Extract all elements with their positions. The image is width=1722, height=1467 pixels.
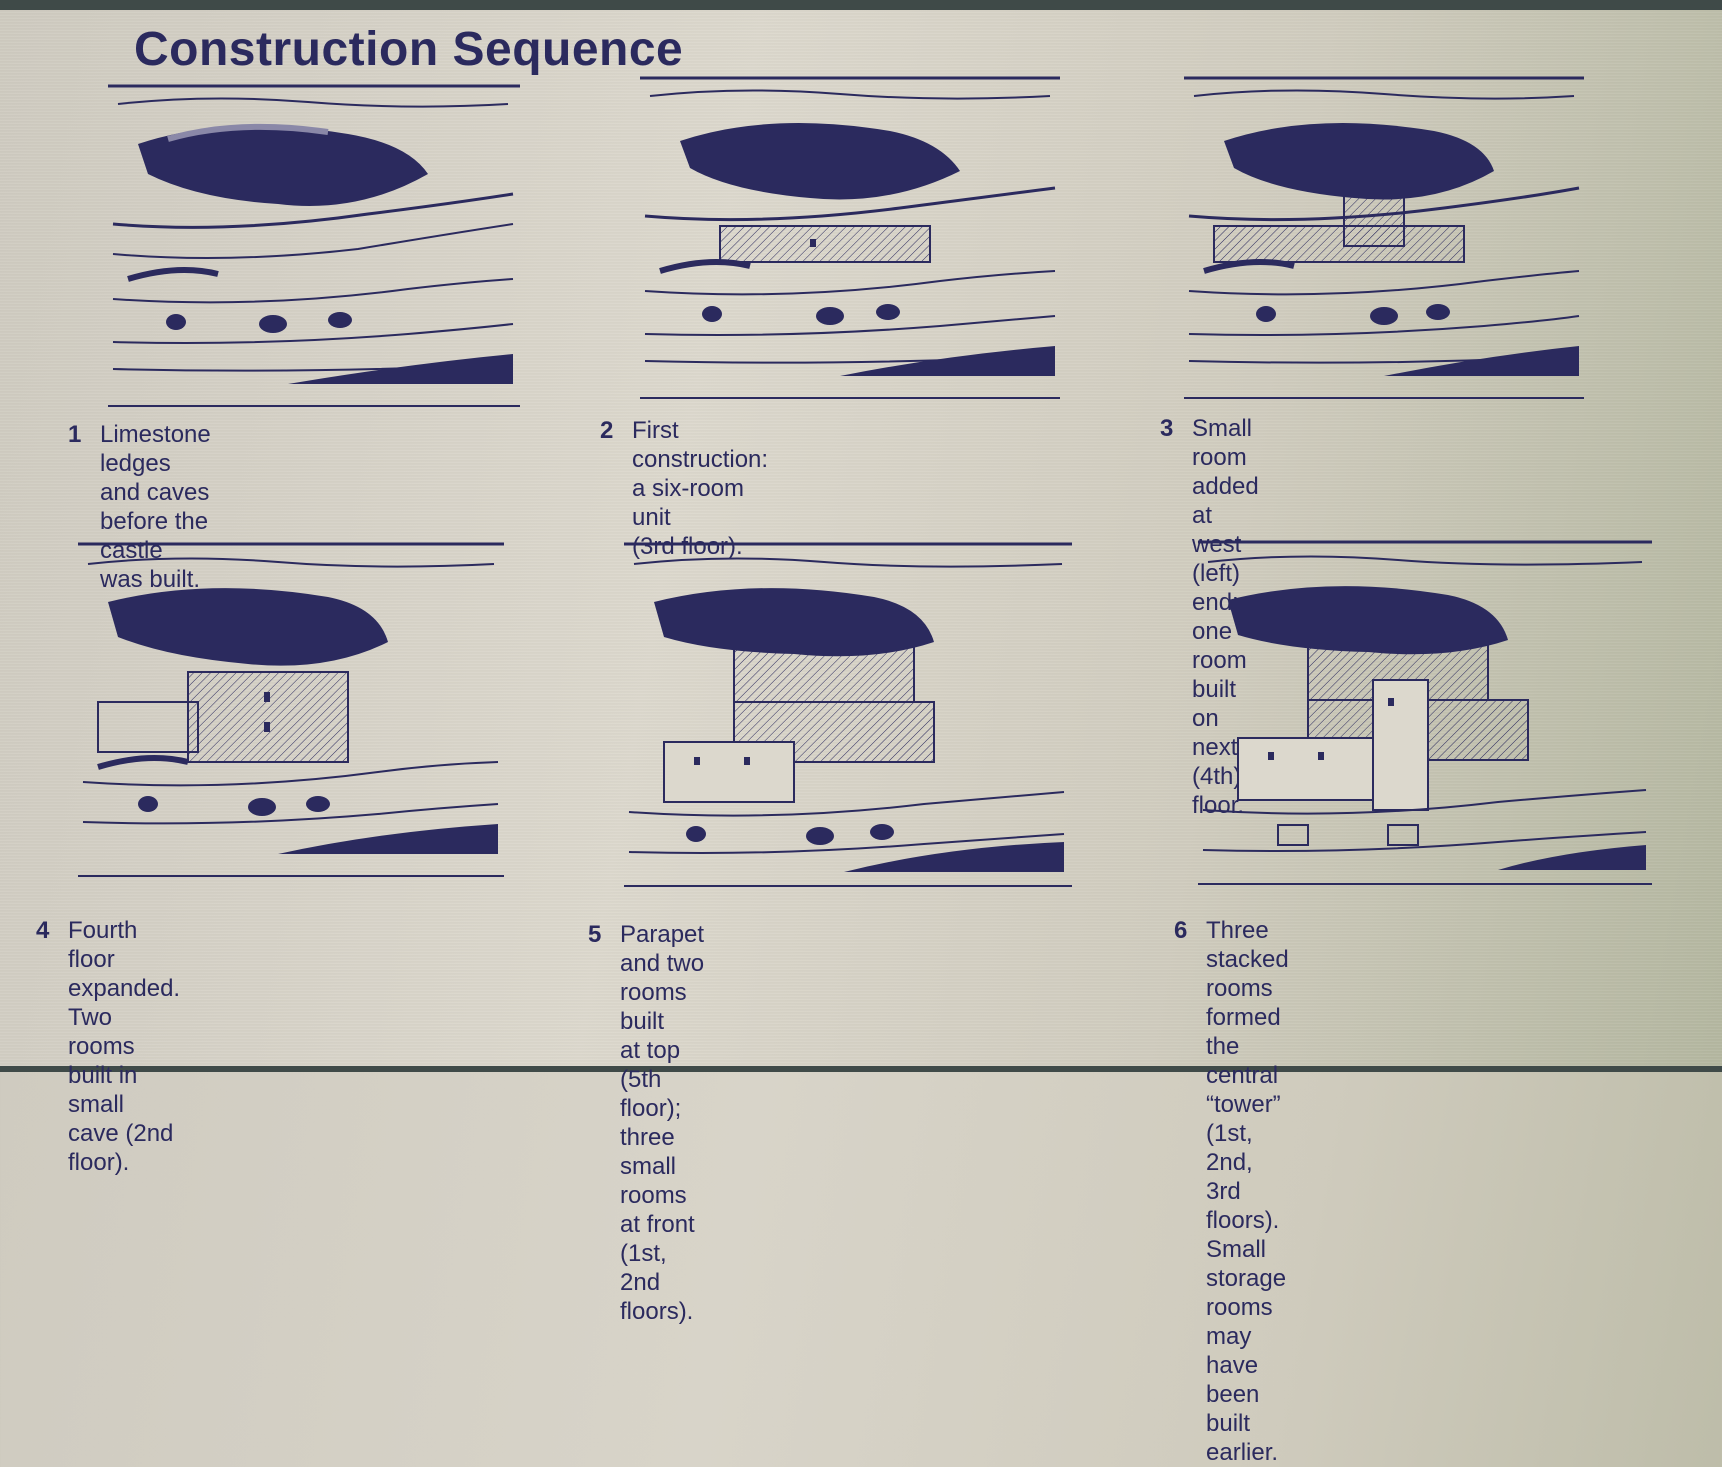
panel-text-4: Fourth floor expanded. Two rooms built i… xyxy=(68,917,181,1176)
panel-number-5: 5 xyxy=(588,921,602,948)
illustration-panel-5 xyxy=(624,542,1072,892)
panel-number-4: 4 xyxy=(36,917,50,944)
plaque-bottom-edge xyxy=(0,1066,1722,1072)
panel-text-2: First construction: a six-room unit (3rd… xyxy=(632,417,769,560)
illustration-panel-2 xyxy=(640,76,1060,406)
plaque-top-edge xyxy=(0,0,1722,10)
illustration-panel-4 xyxy=(78,542,504,882)
plaque-title: Construction Sequence xyxy=(134,23,684,76)
illustration-panel-6 xyxy=(1198,540,1652,890)
panel-text-6: Three stacked rooms formed the central “… xyxy=(1206,917,1289,1466)
panel-number-1: 1 xyxy=(68,421,82,448)
panel-number-3: 3 xyxy=(1160,415,1174,442)
illustration-panel-1 xyxy=(108,84,520,414)
panel-number-6: 6 xyxy=(1174,917,1188,944)
panel-text-5: Parapet and two rooms built at top (5th … xyxy=(620,921,705,1325)
panel-number-2: 2 xyxy=(600,417,614,444)
illustration-panel-3 xyxy=(1184,76,1584,406)
panel-text-3: Small room added at west (left) end; one… xyxy=(1192,415,1259,819)
